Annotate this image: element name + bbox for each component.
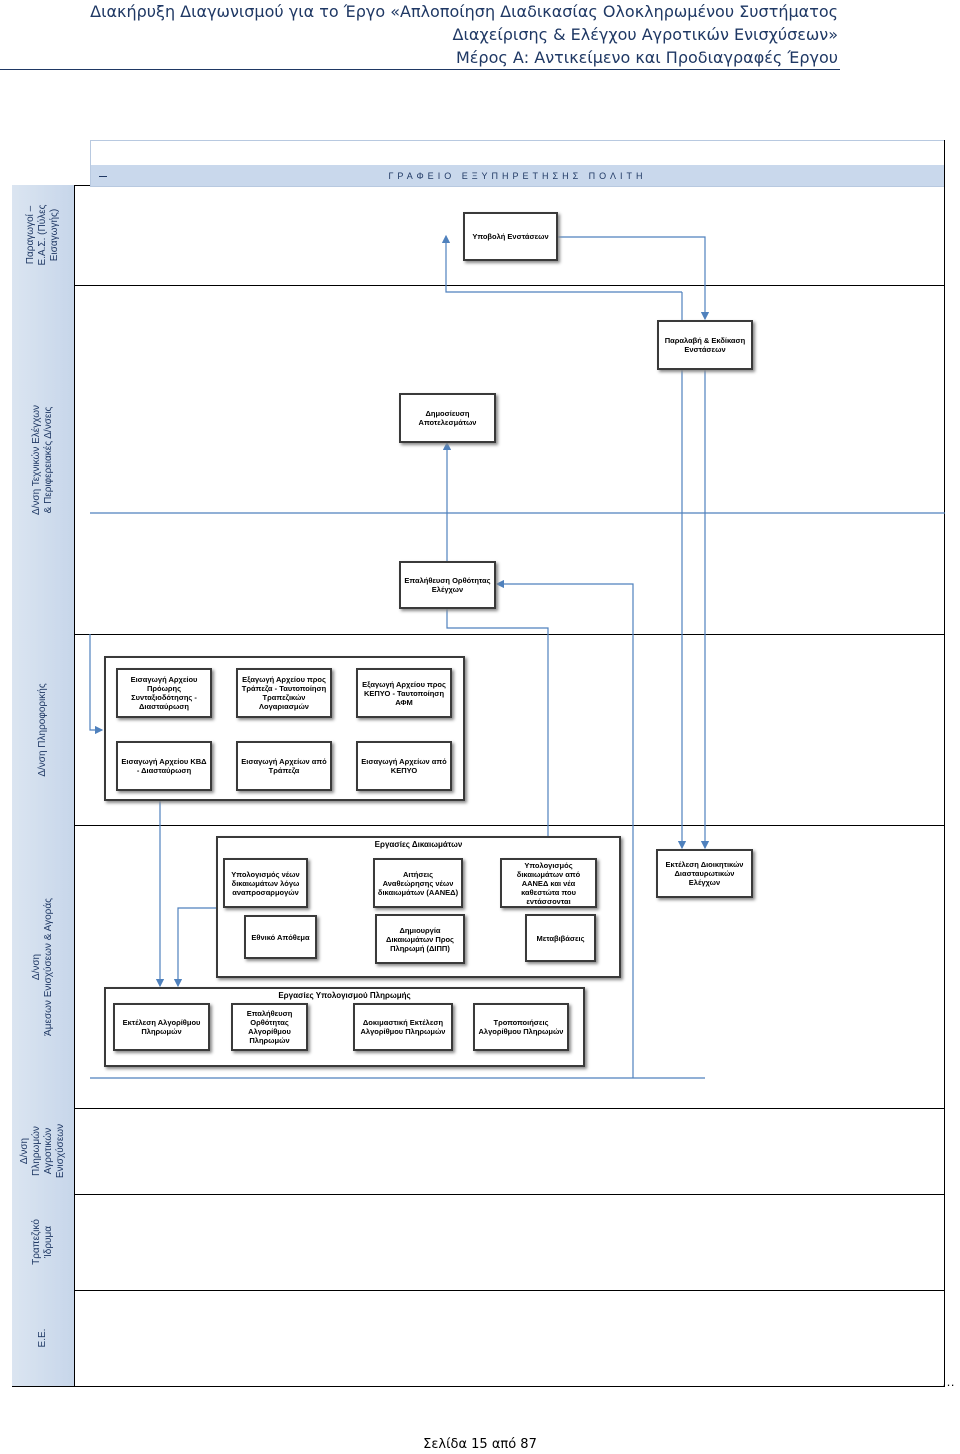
diagram-right-border — [944, 140, 945, 1386]
lane-label-bank: Τραπεζικό Ίδρυμα — [12, 1194, 75, 1290]
box-submit-objections: Υποβολή Ενστάσεων — [463, 212, 558, 261]
box-import-kepyo: Εισαγωγή Αρχείων από ΚΕΠΥΟ — [356, 741, 452, 791]
connector — [441, 234, 682, 293]
lane-label-direct-aid: Δ/νση Άμεσων Ενισχύσεων & Αγοράς — [12, 825, 75, 1108]
box-export-kepyo: Εξαγωγή Αρχείου προς ΚΕΠΥΟ - Ταυτοποίηση… — [356, 668, 452, 718]
box-export-bank: Εξαγωγή Αρχείου προς Τράπεζα - Ταυτοποίη… — [236, 668, 332, 718]
group-payment-title: Εργασίες Υπολογισμού Πληρωμής — [278, 991, 411, 1000]
box-transfers: Μεταβιβάσεις — [525, 914, 596, 962]
box-national-reserve: Εθνικό Απόθεμα — [244, 915, 317, 959]
connector — [446, 609, 549, 836]
box-publish-results: Δημοσίευση Αποτελεσμάτων — [399, 393, 496, 443]
continuation-mark: … — [942, 1374, 955, 1389]
box-import-bank: Εισαγωγή Αρχείων από Τράπεζα — [236, 741, 332, 791]
lane-label-payments: Δ/νση Πληρωμών Αγροτικών Ενισχύσεων — [12, 1108, 75, 1194]
lane-separator — [74, 634, 945, 635]
box-aaned-applications: Αιτήσεις Αναθεώρησης νέων δικαιωμάτων (Α… — [373, 858, 463, 908]
banner: ΓΡΑΦΕΙΟ ΕΞΥΠΗΡΕΤΗΣΗΣ ΠΟΛΙΤΗ — [90, 140, 945, 187]
header-rule — [0, 69, 840, 70]
lane-label-it: Δ/νση Πληροφορικής — [12, 634, 75, 825]
header-title-line1: Διακήρυξη Διαγωνισμού για το Έργο «Απλοπ… — [90, 2, 838, 21]
box-calc-adjustments: Υπολογισμός νέων δικαιωμάτων λόγω αναπρο… — [223, 858, 308, 908]
box-algorithm-changes: Τροποποιήσεις Αλγορίθμου Πληρωμών — [473, 1003, 569, 1051]
lane-label-technical-checks: Δ/νση Τεχνικών Ελέγχων & Περιφερειακές Δ… — [12, 285, 75, 634]
connector — [89, 634, 104, 735]
lane-separator — [74, 1108, 945, 1109]
connector — [510, 236, 710, 321]
lane-separator — [74, 1290, 945, 1291]
connector — [173, 907, 216, 988]
header-title-line3: Μέρος Α: Αντικείμενο και Προδιαγραφές Έρ… — [455, 48, 838, 67]
box-receive-objections: Παραλαβή & Εκδίκαση Ενστάσεων — [657, 320, 753, 370]
box-import-kvd: Εισαγωγή Αρχείου ΚΒΔ - Διασταύρωση — [116, 741, 212, 791]
lane-separator — [74, 285, 945, 286]
box-import-early-retirement: Εισαγωγή Αρχείου Πρόωρης Συνταξιοδότησης… — [116, 668, 212, 718]
lane-separator — [74, 825, 945, 826]
banner-title: ΓΡΑΦΕΙΟ ΕΞΥΠΗΡΕΤΗΣΗΣ ΠΟΛΙΤΗ — [388, 171, 647, 181]
box-admin-cross-checks: Εκτέλεση Διοικητικών Διασταυρωτικών Ελέγ… — [656, 849, 753, 898]
group-rights-title: Εργασίες Δικαιωμάτων — [374, 840, 463, 849]
box-create-dipp: Δημιουργία Δικαιωμάτων Προς Πληρωμή (ΔΙΠ… — [375, 914, 465, 964]
box-run-payment-algorithm: Εκτέλεση Αλγορίθμου Πληρωμών — [113, 1003, 210, 1051]
page-number: Σελίδα 15 από 87 — [423, 1437, 537, 1452]
lane-separator — [74, 1194, 945, 1195]
lane-label-producers: Παραγωγοί – Ε.Α.Σ. (Πύλες Εισαγωγής) — [12, 185, 75, 285]
lane-label-eu: Ε.Ε. — [12, 1290, 75, 1386]
box-test-run: Δοκιμαστική Εκτέλεση Αλγορίθμου Πληρωμών — [353, 1003, 453, 1051]
box-verify-checks: Επαλήθευση Ορθότητας Ελέγχων — [399, 561, 496, 609]
box-verify-algorithm: Επαλήθευση Ορθότητας Αλγορίθμου Πληρωμών — [231, 1003, 308, 1051]
connector — [495, 579, 634, 1078]
box-calc-aaned: Υπολογισμός δικαιωμάτων από ΑΑΝΕΔ και νέ… — [500, 858, 597, 908]
lane-top-border — [74, 185, 90, 186]
diagram-bottom-border — [12, 1386, 945, 1387]
header-title-line2: Διαχείρισης & Ελέγχου Αγροτικών Ενισχύσε… — [452, 25, 838, 44]
